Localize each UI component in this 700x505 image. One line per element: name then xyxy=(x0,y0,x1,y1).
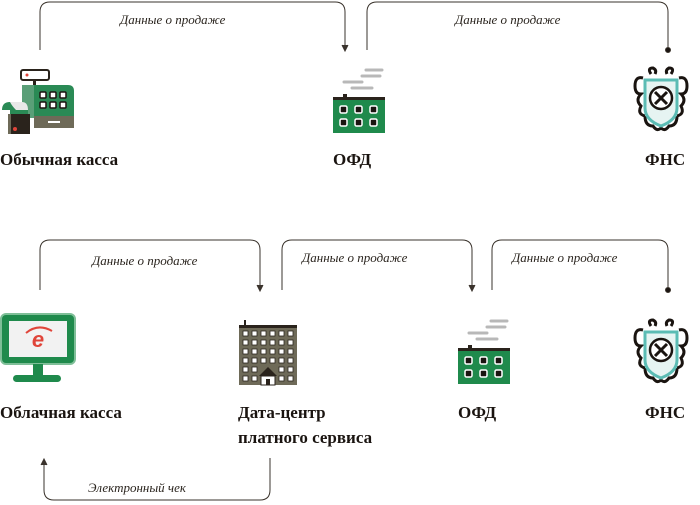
flow-arrow-ofd-fns xyxy=(366,1,669,50)
monitor-browser-icon: e xyxy=(0,313,76,382)
node-label-fns: ФНС xyxy=(645,150,686,169)
ofd-building-icon xyxy=(458,319,510,384)
node-label-ofd: ОФД xyxy=(458,403,497,422)
flow-arrow-kassa-ofd xyxy=(39,1,346,50)
datacenter-building-icon xyxy=(239,320,297,386)
node-label-ofd: ОФД xyxy=(333,150,372,169)
flow-end-dot xyxy=(665,47,671,53)
node-label-fns: ФНС xyxy=(645,403,686,422)
svg-text:e: e xyxy=(32,327,44,352)
flow-arrow-ofd-fns xyxy=(491,239,669,290)
cash-register-icon xyxy=(2,69,74,134)
arrowhead xyxy=(256,284,264,293)
arrowhead xyxy=(40,457,48,466)
arrowhead xyxy=(468,284,476,293)
flow-arrow-dc-ofd xyxy=(281,239,473,290)
ofd-building-icon xyxy=(333,68,385,133)
flow-label: Данные о продаже xyxy=(512,250,618,266)
fns-emblem-icon xyxy=(633,318,689,384)
flow-arrow-cloud-dc xyxy=(39,239,261,290)
flow-end-dot xyxy=(665,287,671,293)
flow-label: Данные о продаже xyxy=(120,12,226,28)
node-label-cloud-register: Облачная касса xyxy=(0,403,122,422)
flow-arrow-receipt xyxy=(43,458,271,501)
node-label-datacenter-line1: Дата-центр xyxy=(238,403,326,422)
fns-emblem-icon xyxy=(633,66,689,132)
flow-label: Данные о продаже xyxy=(92,253,198,269)
node-label-datacenter-line2: платного сервиса xyxy=(238,428,373,447)
flow-label: Электронный чек xyxy=(88,480,186,496)
arrowhead xyxy=(341,44,349,53)
flow-label: Данные о продаже xyxy=(302,250,408,266)
node-label-regular-register: Обычная касса xyxy=(0,150,119,169)
flow-label: Данные о продаже xyxy=(455,12,561,28)
